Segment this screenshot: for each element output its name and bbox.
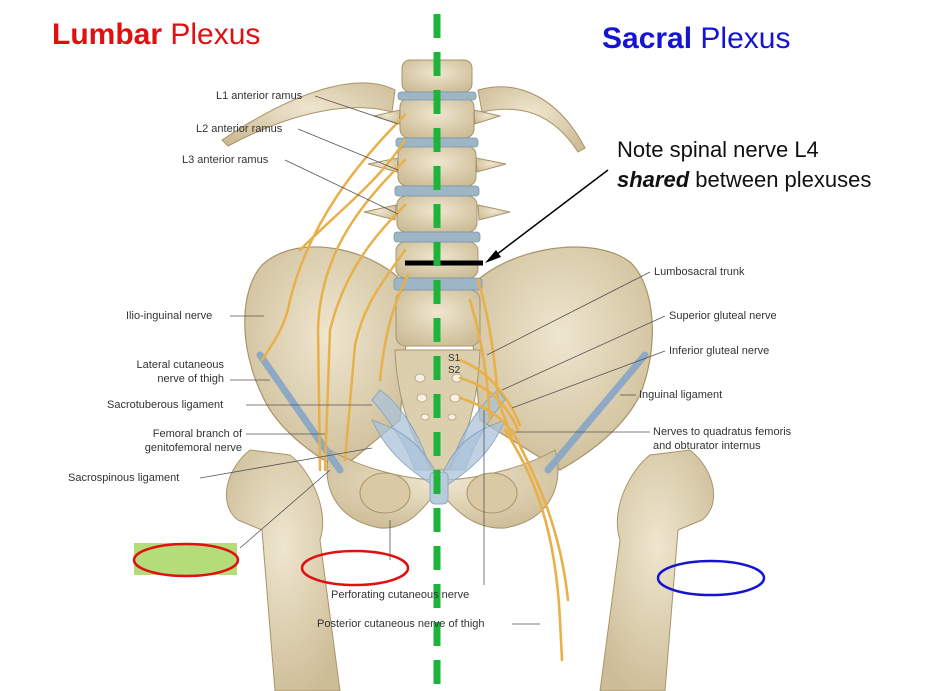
label-ilio-inguinal-nerve: Ilio-inguinal nerve (126, 310, 213, 322)
note-arrow-line (491, 169, 609, 259)
label-posterior-cutaneous-nerve: Posterior cutaneous nerve of thigh (317, 618, 485, 630)
left-obturator-foramen (359, 472, 411, 514)
leader-lines (199, 95, 666, 625)
label-quadratus-femoris-2: and obturator internus (653, 440, 761, 452)
label-quadratus-femoris-1: Nerves to quadratus femoris (653, 426, 792, 438)
blue-ellipse-right (656, 559, 766, 597)
left-ilium (244, 246, 411, 471)
label-lateral-cutaneous-1: Lateral cutaneous (136, 359, 224, 371)
label-inguinal-ligament: Inguinal ligament (639, 389, 723, 401)
sacral-plexus-nerves (458, 278, 570, 662)
left-rib (221, 82, 396, 147)
red-ellipse-center (300, 549, 410, 587)
sacral-plexus-title: Sacral Plexus (602, 22, 791, 55)
right-femur (599, 449, 715, 691)
label-l1-anterior-ramus: L1 anterior ramus (216, 90, 303, 102)
left-femur (225, 449, 341, 691)
label-femoral-branch-2: genitofemoral nerve (144, 442, 242, 454)
l4-note-line2: shared between plexuses (617, 167, 872, 192)
label-s2: S2 (448, 365, 461, 376)
label-l2-anterior-ramus: L2 anterior ramus (196, 123, 283, 135)
l4-note-line1: Note spinal nerve L4 (617, 137, 819, 162)
lumbar-plexus-title: Lumbar Plexus (52, 18, 261, 51)
label-l3-anterior-ramus: L3 anterior ramus (182, 154, 269, 166)
right-rib (477, 86, 586, 153)
label-sacrotuberous-ligament: Sacrotuberous ligament (107, 399, 224, 411)
label-lateral-cutaneous-2: nerve of thigh (157, 373, 224, 385)
right-obturator-foramen (466, 472, 518, 514)
label-perforating-cutaneous-nerve: Perforating cutaneous nerve (331, 589, 470, 601)
label-lumbosacral-trunk: Lumbosacral trunk (654, 266, 745, 278)
note-arrow-head (485, 250, 501, 263)
lumbar-spine (363, 59, 511, 347)
lumbar-plexus-nerves (260, 113, 410, 472)
label-sacrospinous-ligament: Sacrospinous ligament (68, 472, 180, 484)
red-ellipse-left (132, 542, 240, 578)
label-s1: S1 (448, 353, 461, 364)
right-inguinal-ligament (544, 351, 649, 474)
label-superior-gluteal-nerve: Superior gluteal nerve (669, 310, 777, 322)
label-inferior-gluteal-nerve: Inferior gluteal nerve (669, 345, 770, 357)
label-femoral-branch-1: Femoral branch of (152, 428, 242, 440)
